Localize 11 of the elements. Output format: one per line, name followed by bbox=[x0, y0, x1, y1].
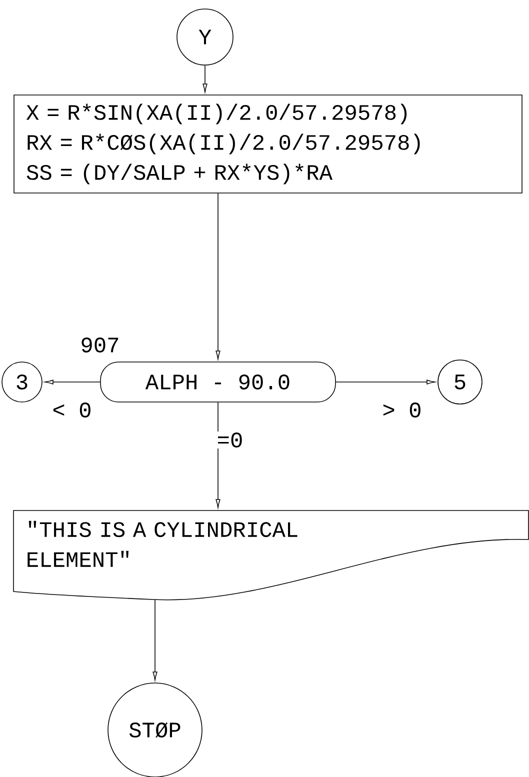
arrow bbox=[216, 193, 220, 360]
process-box: X = R*SIN(XA(II)/2.0/57.29578) RX = R*CØS(XA(II)/2.0/57.29578) SS = (DY/SALP + RX*YS)*RA bbox=[14, 94, 522, 194]
decision-terminal: ALPH - 90.0 bbox=[100, 362, 336, 402]
edge-label: =0 bbox=[216, 432, 244, 448]
arrow bbox=[44, 380, 100, 384]
arrow bbox=[202, 65, 208, 92]
node-number: 907 bbox=[82, 338, 118, 352]
edge-label: > 0 bbox=[381, 402, 423, 418]
arrow bbox=[336, 380, 436, 384]
arrow bbox=[152, 600, 158, 680]
edge-label: < 0 bbox=[51, 402, 93, 418]
